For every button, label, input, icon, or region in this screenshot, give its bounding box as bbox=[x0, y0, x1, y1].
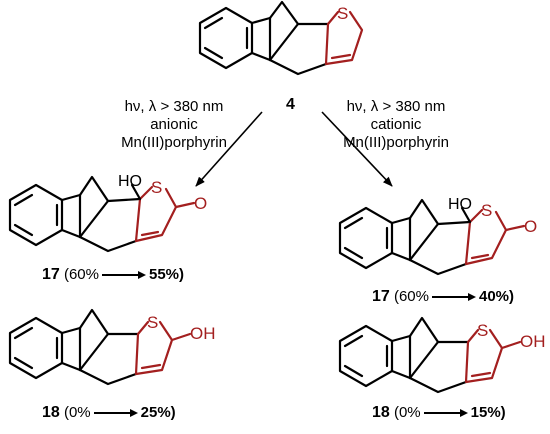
yield-final: 40%) bbox=[479, 288, 515, 305]
right-conditions-type: cationic bbox=[370, 116, 422, 133]
carbonyl-oxygen-label: O bbox=[524, 217, 537, 236]
hydroxyl-label: OH bbox=[190, 324, 216, 343]
yield-initial: (0% bbox=[63, 404, 91, 421]
yield-initial: (60% bbox=[63, 266, 99, 283]
yield-final: 25%) bbox=[140, 404, 176, 421]
carbonyl-oxygen-label: O bbox=[194, 194, 207, 213]
sulfur-atom-label: S bbox=[151, 178, 162, 197]
left-conditions-type: anionic bbox=[150, 116, 198, 133]
yield-arrow-icon bbox=[93, 409, 138, 418]
right-17-yield: 17 (60% 40%) bbox=[372, 288, 514, 306]
yield-arrow-icon bbox=[432, 293, 476, 302]
left-17-yield: 17 (60% 55%) bbox=[42, 266, 184, 284]
yield-arrow-icon bbox=[102, 271, 146, 280]
left-18-yield: 18 (0% 25%) bbox=[42, 404, 176, 422]
left-compound-17-structure: HO S O bbox=[8, 173, 207, 253]
yield-final: 15%) bbox=[470, 404, 506, 421]
compound-number: 17 bbox=[42, 266, 60, 283]
compound-4-structure: S bbox=[198, 0, 364, 76]
right-compound-18-structure: S OH bbox=[338, 316, 546, 394]
left-compound-18-structure: S OH bbox=[8, 308, 216, 386]
hydroxyl-label: HO bbox=[118, 173, 142, 190]
sulfur-atom-label: S bbox=[147, 313, 158, 332]
right-conditions: hν, λ > 380 nm cationic Mn(III)porphyrin bbox=[306, 98, 486, 152]
sulfur-atom-label: S bbox=[337, 4, 348, 23]
right-conditions-catalyst: Mn(III)porphyrin bbox=[343, 134, 449, 151]
right-conditions-light: hν, λ > 380 nm bbox=[346, 98, 446, 115]
compound-number: 17 bbox=[372, 288, 390, 305]
left-conditions: hν, λ > 380 nm anionic Mn(III)porphyrin bbox=[84, 98, 264, 152]
yield-final: 55%) bbox=[149, 266, 185, 283]
yield-arrow-icon bbox=[423, 409, 468, 418]
reaction-arrow-left bbox=[195, 111, 263, 187]
left-conditions-light: hν, λ > 380 nm bbox=[124, 98, 224, 115]
sulfur-atom-label: S bbox=[481, 201, 492, 220]
hydroxyl-label: HO bbox=[448, 196, 472, 213]
compound-number: 18 bbox=[42, 404, 60, 421]
reaction-arrow-right bbox=[321, 111, 393, 187]
left-conditions-catalyst: Mn(III)porphyrin bbox=[121, 134, 227, 151]
yield-initial: (0% bbox=[393, 404, 421, 421]
right-18-yield: 18 (0% 15%) bbox=[372, 404, 506, 422]
compound-number: 18 bbox=[372, 404, 390, 421]
sulfur-atom-label: S bbox=[477, 321, 488, 340]
yield-initial: (60% bbox=[393, 288, 429, 305]
hydroxyl-label: OH bbox=[520, 332, 546, 351]
right-compound-17-structure: HO S O bbox=[338, 196, 537, 276]
compound-4-label: 4 bbox=[286, 96, 295, 113]
